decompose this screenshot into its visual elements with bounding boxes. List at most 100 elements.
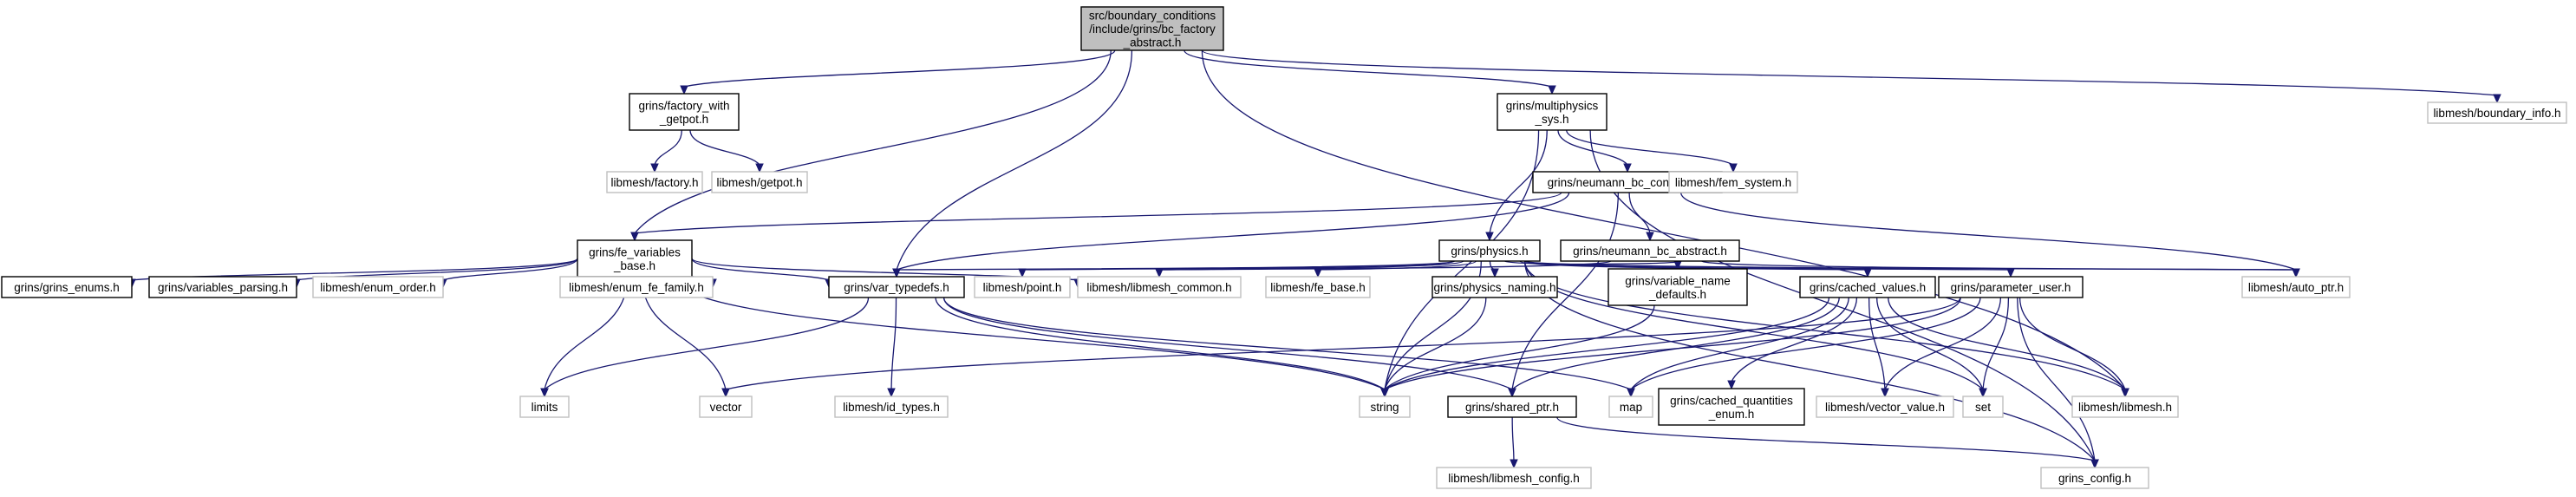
edge-cached_values-to-shared_ptr <box>1511 297 1840 390</box>
node-boundary-info[interactable]: libmesh/boundary_info.h <box>2427 101 2567 124</box>
edge-var_typedefs-to-id_types <box>890 297 897 390</box>
edge-neumann_container-to-auto_ptr <box>1680 192 2297 271</box>
node-label: _abstract.h <box>1123 36 1182 49</box>
edge-root-to-multiphysics <box>1184 49 1553 88</box>
node-cached-values[interactable]: grins/cached_values.h <box>1799 276 1936 298</box>
node-label: grins/cached_quantities <box>1670 394 1793 407</box>
edge-factory_getpot-to-factory <box>654 129 682 166</box>
node-label: grins/neumann_bc_abstract.h <box>1573 245 1727 258</box>
node-shared-ptr[interactable]: grins/shared_ptr.h <box>1447 396 1577 418</box>
edge-arrowhead <box>1979 388 1987 398</box>
edge-arrowhead <box>1380 388 1389 398</box>
node-grins-enums[interactable]: grins/grins_enums.h <box>1 276 133 298</box>
edge-parameter_user-to-vector_value <box>1884 297 2002 390</box>
node-variables-parsing[interactable]: grins/variables_parsing.h <box>148 276 297 298</box>
node-label: src/boundary_conditions <box>1089 10 1216 23</box>
node-libmesh-common[interactable]: libmesh/libmesh_common.h <box>1077 276 1242 298</box>
node-factory[interactable]: libmesh/factory.h <box>606 171 703 193</box>
node-factory-getpot[interactable]: grins/factory_with_getpot.h <box>629 93 740 131</box>
edge-arrowhead <box>540 388 549 398</box>
edge-root-to-libmesh <box>1201 49 2126 390</box>
node-box <box>1560 239 1740 262</box>
edge-cached_values-to-cached_quantities <box>1731 297 1858 383</box>
node-box <box>1 276 133 298</box>
node-box <box>1962 396 2004 418</box>
edge-multiphysics-to-string <box>1384 129 1540 390</box>
node-libmesh-config[interactable]: libmesh/libmesh_config.h <box>1436 467 1592 489</box>
node-label: libmesh/auto_ptr.h <box>2248 281 2344 294</box>
node-neumann-abstract[interactable]: grins/neumann_bc_abstract.h <box>1560 239 1740 262</box>
node-label: grins/parameter_user.h <box>1951 281 2071 294</box>
node-label: grins/var_typedefs.h <box>844 281 949 294</box>
edge-physics_naming-to-string <box>1384 297 1487 390</box>
edge-arrowhead <box>1510 459 1518 469</box>
node-vector-value[interactable]: libmesh/vector_value.h <box>1816 396 1954 418</box>
node-point[interactable]: libmesh/point.h <box>974 276 1071 298</box>
edge-cached_values-to-libmesh <box>1888 297 2126 390</box>
edge-var_typedefs-to-string <box>935 297 1386 390</box>
node-box <box>1436 467 1592 489</box>
edge-arrowhead <box>1548 85 1556 95</box>
node-box <box>1359 396 1411 418</box>
edge-neumann_container-to-shared_ptr <box>1511 192 1620 390</box>
edge-neumann_container-to-var_typedefs <box>896 192 1570 271</box>
node-physics-naming[interactable]: grins/physics_naming.h <box>1431 276 1558 298</box>
node-label: grins_config.h <box>2058 472 2131 485</box>
node-limits[interactable]: limits <box>519 396 570 418</box>
edge-physics-to-grins_config <box>1523 260 2096 461</box>
node-enum-order[interactable]: libmesh/enum_order.h <box>312 276 444 298</box>
node-parameter-user[interactable]: grins/parameter_user.h <box>1938 276 2084 298</box>
node-box <box>1265 276 1371 298</box>
node-cached-quantities[interactable]: grins/cached_quantities_enum.h <box>1658 388 1805 426</box>
node-label: libmesh/id_types.h <box>843 401 940 414</box>
edge-shared_ptr-to-libmesh_config <box>1511 416 1515 461</box>
edge-physics-to-point <box>1021 260 1456 271</box>
node-box <box>1938 276 2084 298</box>
node-root[interactable]: src/boundary_conditions/include/grins/bc… <box>1080 6 1224 51</box>
node-fem-system[interactable]: libmesh/fem_system.h <box>1668 171 1798 193</box>
node-box <box>559 276 714 298</box>
node-label: libmesh/vector_value.h <box>1825 401 1945 414</box>
node-label: grins/factory_with <box>638 99 729 112</box>
node-box <box>1431 276 1558 298</box>
node-label: string <box>1370 401 1399 414</box>
node-auto-ptr[interactable]: libmesh/auto_ptr.h <box>2241 276 2351 298</box>
node-label: libmesh/getpot.h <box>716 176 802 189</box>
edge-root-to-fe_variables <box>634 49 1112 234</box>
node-box <box>2241 276 2351 298</box>
node-label: map <box>1620 401 1642 414</box>
node-box <box>1658 388 1805 426</box>
node-label: libmesh/libmesh_config.h <box>1448 472 1580 485</box>
node-box <box>577 239 693 278</box>
node-box <box>519 396 570 418</box>
node-enum-fe-family[interactable]: libmesh/enum_fe_family.h <box>559 276 714 298</box>
node-box <box>606 171 703 193</box>
node-variable-name-defaults[interactable]: grins/variable_name_defaults.h <box>1608 268 1748 306</box>
node-multiphysics[interactable]: grins/multiphysics_sys.h <box>1497 93 1608 131</box>
node-physics[interactable]: grins/physics.h <box>1438 239 1541 262</box>
node-var-typedefs[interactable]: grins/var_typedefs.h <box>828 276 965 298</box>
node-label: libmesh/factory.h <box>610 176 698 189</box>
edge-arrowhead <box>2121 388 2129 398</box>
edge-parameter_user-to-map <box>1630 297 1981 390</box>
edge-variable_name_defaults-to-string <box>1384 304 1655 390</box>
node-id-types[interactable]: libmesh/id_types.h <box>834 396 949 418</box>
node-fe-variables[interactable]: grins/fe_variables_base.h <box>577 239 693 278</box>
node-label: grins/grins_enums.h <box>14 281 120 294</box>
edge-root-to-var_typedefs <box>896 49 1133 271</box>
node-string[interactable]: string <box>1359 396 1411 418</box>
edge-cached_values-to-set <box>1875 297 1984 390</box>
node-box <box>1080 6 1224 51</box>
node-vector[interactable]: vector <box>699 396 753 418</box>
node-fe-base[interactable]: libmesh/fe_base.h <box>1265 276 1371 298</box>
node-label: _sys.h <box>1534 113 1568 126</box>
node-libmesh[interactable]: libmesh/libmesh.h <box>2071 396 2179 418</box>
edge-parameter_user-to-string <box>1384 297 1961 390</box>
edge-arrowhead <box>1490 268 1499 278</box>
node-label: libmesh/fem_system.h <box>1675 176 1791 189</box>
node-set[interactable]: set <box>1962 396 2004 418</box>
node-getpot[interactable]: libmesh/getpot.h <box>711 171 808 193</box>
node-grins-config[interactable]: grins_config.h <box>2040 467 2149 489</box>
node-label: limits <box>532 401 558 414</box>
node-map[interactable]: map <box>1608 396 1653 418</box>
